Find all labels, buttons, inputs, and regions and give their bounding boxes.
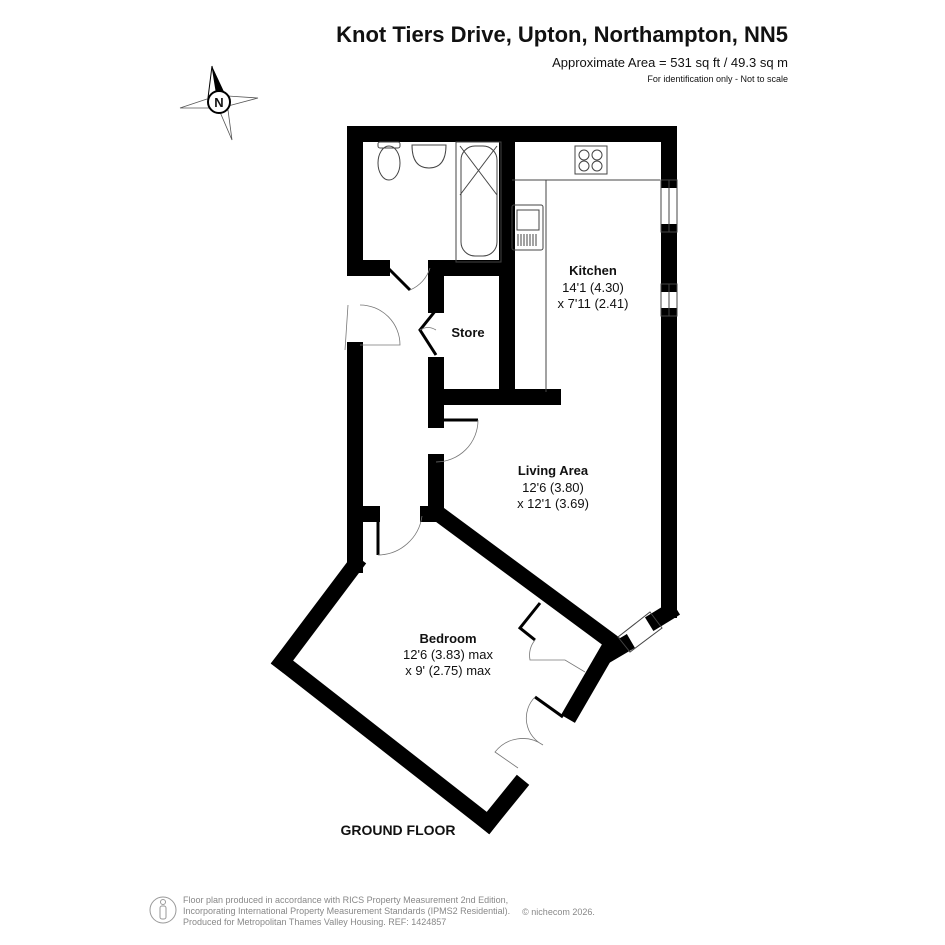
basin-icon — [411, 144, 447, 169]
approximate-area: Approximate Area = 531 sq ft / 49.3 sq m — [552, 55, 788, 70]
toilet-icon — [377, 145, 401, 181]
footer: Floor plan produced in accordance with R… — [183, 895, 595, 928]
bedroom-dimension-2: x 9' (2.75) max — [405, 663, 491, 678]
scale-note: For identification only - Not to scale — [647, 74, 788, 84]
kitchen-label: Kitchen — [569, 263, 617, 278]
windows — [617, 179, 678, 653]
kitchen-dimension-1: 14'1 (4.30) — [562, 280, 624, 295]
bedroom-dimension-1: 12'6 (3.83) max — [403, 647, 493, 662]
person-scale-icon — [149, 896, 177, 924]
compass-north-label: N — [214, 95, 223, 110]
living-area-dimension-2: x 12'1 (3.69) — [517, 496, 589, 511]
compass-icon: N — [179, 65, 259, 141]
hob-icon — [574, 145, 608, 175]
footer-line-2: Incorporating International Property Mea… — [183, 906, 511, 916]
footer-line-1: Floor plan produced in accordance with R… — [183, 895, 509, 905]
page-title: Knot Tiers Drive, Upton, Northampton, NN… — [336, 22, 788, 47]
living-area-dimension-1: 12'6 (3.80) — [522, 480, 584, 495]
footer-notes: Floor plan produced in accordance with R… — [183, 895, 510, 928]
sink-icon — [511, 204, 544, 251]
kitchen-fixtures — [511, 145, 660, 392]
kitchen-dimension-2: x 7'11 (2.41) — [558, 296, 629, 311]
footer-line-3: Produced for Metropolitan Thames Valley … — [183, 917, 447, 927]
walls — [270, 126, 681, 835]
floor-label: GROUND FLOOR — [340, 822, 455, 838]
store-label: Store — [451, 325, 484, 340]
doors — [344, 266, 586, 769]
bathroom-fixtures — [377, 141, 502, 263]
copyright: © nichecom 2026. — [522, 906, 595, 917]
bedroom-label: Bedroom — [419, 631, 476, 646]
bath-icon — [455, 141, 502, 263]
living-area-label: Living Area — [518, 463, 589, 478]
